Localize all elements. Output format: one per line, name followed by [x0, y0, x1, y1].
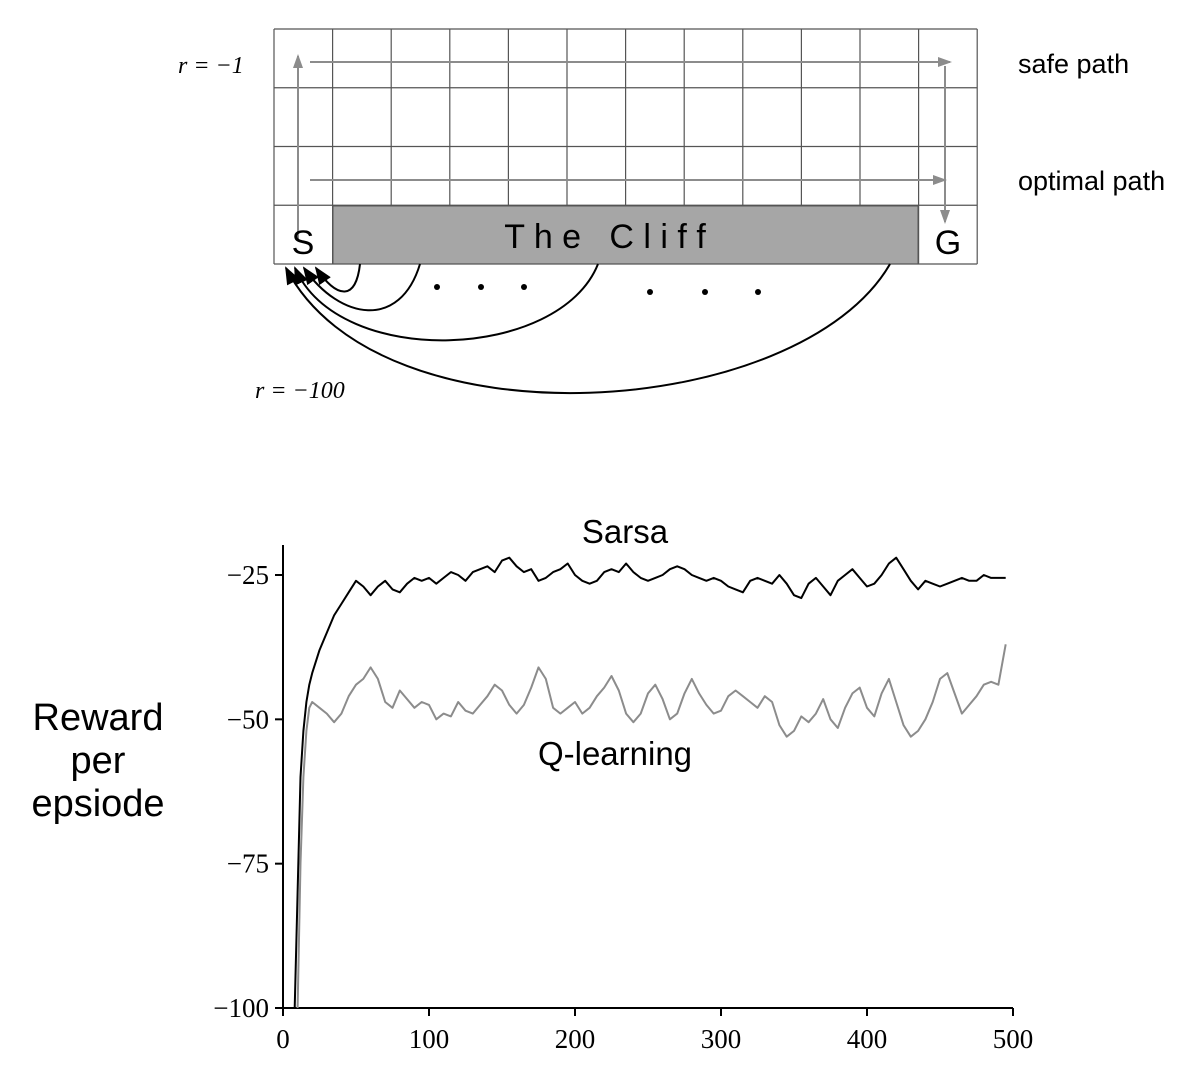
series-lines	[293, 556, 1007, 1009]
reward-step-label: r = −1	[178, 53, 244, 79]
cliff-return-arrow-3	[294, 263, 599, 342]
series-label-q-learning: Q-learning	[538, 735, 692, 772]
x-tick-label: 200	[555, 1024, 596, 1054]
cliff-gridworld-diagram: r = −1 r = −100 safe path optimal path S…	[178, 28, 1165, 404]
x-ticks: 0 100 200 300 400 500	[276, 1008, 1033, 1054]
reward-chart: 0 100 200 300 400 500 −25 −50 −75 −100 Sarsa Q-l…	[31, 513, 1033, 1054]
safe-path-label: safe path	[1018, 49, 1129, 79]
x-tick-label: 300	[701, 1024, 742, 1054]
y-tick-label: −75	[227, 849, 269, 879]
cliff-region	[332, 205, 919, 265]
y-tick-label: −50	[227, 704, 269, 734]
cliff-return-arrow-2	[302, 263, 421, 312]
safe-path-arrows	[293, 54, 952, 240]
y-tick-label: −25	[227, 560, 269, 590]
series-line-q-learning	[296, 644, 1007, 1009]
x-tick-label: 400	[847, 1024, 888, 1054]
grid-lines	[273, 28, 978, 265]
optimal-path-label: optimal path	[1018, 166, 1165, 196]
start-label: S	[292, 224, 315, 262]
cliff-return-arrows	[285, 263, 891, 395]
x-tick-label: 100	[409, 1024, 450, 1054]
x-tick-label: 500	[993, 1024, 1034, 1054]
series-label-sarsa: Sarsa	[582, 513, 669, 550]
goal-label: G	[935, 224, 961, 262]
cliff-return-arrow-4	[285, 263, 891, 395]
reward-cliff-label: r = −100	[255, 378, 345, 404]
cliff-return-arrow-1	[314, 263, 361, 293]
cliff-label: T h e C l i f f	[504, 218, 706, 256]
ellipsis-dots	[434, 284, 761, 295]
y-ticks: −25 −50 −75 −100	[213, 560, 283, 1023]
y-tick-label: −100	[213, 993, 269, 1023]
series-line-sarsa	[293, 556, 1006, 1009]
x-tick-label: 0	[276, 1024, 290, 1054]
